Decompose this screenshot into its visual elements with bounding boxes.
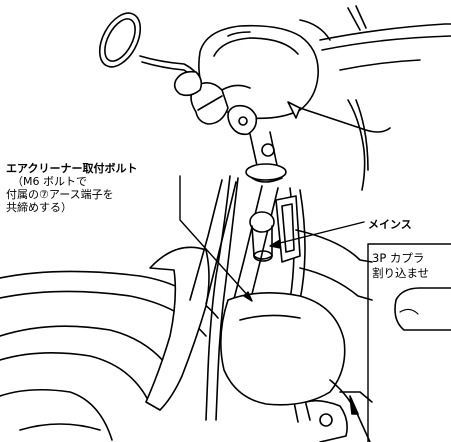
connector-callout-line-2: 割り込ませ bbox=[372, 266, 430, 280]
main-switch-label: メインス bbox=[368, 218, 412, 231]
fuel-tank bbox=[220, 292, 346, 406]
leader-line-main-switch bbox=[269, 221, 365, 249]
right-mirror-stem bbox=[347, 5, 367, 31]
headlight-edge-inner bbox=[355, 99, 369, 171]
air-cleaner-bolt-label: エアクリーナー取付ボルト （M6 ボルトで 付属の⑦アース端子を 共締めする） bbox=[6, 162, 216, 214]
main-switch bbox=[249, 211, 275, 262]
air-cleaner-bolt-note-3: 共締めする） bbox=[6, 201, 72, 214]
frame bbox=[295, 229, 373, 442]
air-cleaner-bolt-note-2: 付属の⑦アース端子を bbox=[6, 188, 114, 201]
engine-lower bbox=[305, 395, 359, 442]
left-switch-housing bbox=[173, 70, 203, 97]
headlight-edge bbox=[347, 99, 366, 191]
main-switch-bracket bbox=[275, 195, 301, 263]
front-fender bbox=[145, 246, 210, 411]
hand-control bbox=[227, 104, 258, 136]
brake-lever bbox=[299, 107, 391, 133]
leader-line-air-cleaner bbox=[179, 175, 253, 302]
connector-callout-text: 3P カプラ 割り込ませ bbox=[372, 251, 429, 281]
air-cleaner-bolt-note-1: （M6 ボルトで bbox=[12, 175, 87, 188]
steering-stem bbox=[245, 131, 287, 183]
handlebar-right bbox=[299, 19, 451, 71]
air-cleaner-bolt-title: エアクリーナー取付ボルト bbox=[6, 162, 138, 175]
lever-pivot bbox=[287, 101, 301, 119]
connector-callout-box bbox=[367, 243, 451, 442]
connector-callout-line-1: 3P カプラ bbox=[372, 251, 425, 265]
